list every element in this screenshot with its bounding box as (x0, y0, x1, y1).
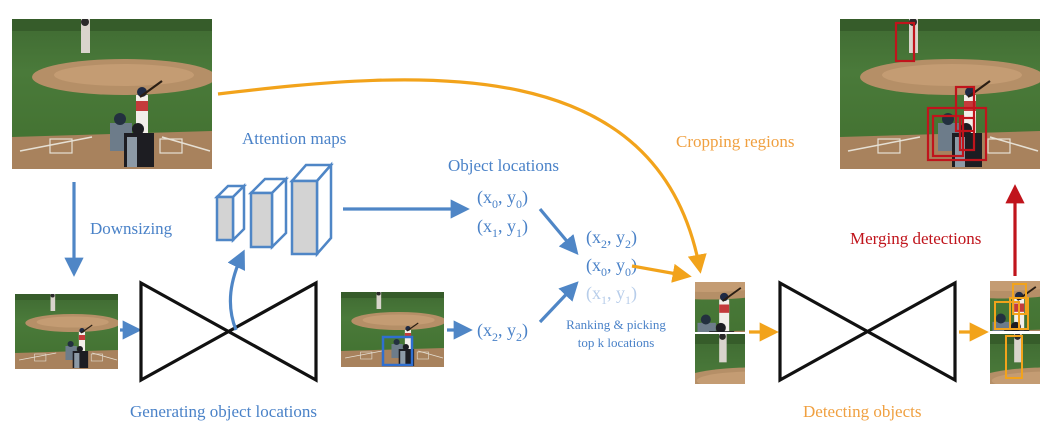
attention-maps-label: Attention maps (242, 129, 346, 148)
ranking-label-line1: Ranking & picking (566, 317, 666, 332)
coord-ranked-3-discarded: (x1, y1) (586, 283, 637, 307)
attention-map-large (289, 161, 334, 258)
lowres-to-ranking-arrow (538, 281, 579, 324)
crop-detection-box (1005, 335, 1023, 379)
coord-lowres: (x2, y2) (477, 320, 528, 344)
detection-network-hourglass (778, 280, 957, 383)
crop-detection-box (994, 301, 1020, 330)
location-network-hourglass (139, 280, 318, 383)
crop-detection-box (1009, 297, 1029, 330)
cropping-regions-label: Cropping regions (676, 132, 795, 151)
coord-attention-1: (x0, y0) (477, 187, 528, 211)
object-locations-label: Object locations (448, 156, 559, 175)
final-detection-box (926, 106, 988, 162)
locations-to-ranking-arrow (538, 207, 579, 255)
coord-ranked-2: (x0, y0) (586, 255, 637, 279)
detecting-objects-label: Detecting objects (803, 402, 922, 421)
attention-maps (213, 161, 334, 258)
cropping-curve-arrow (217, 78, 707, 274)
attention-map-medium (247, 175, 290, 251)
to-attention-maps-arrow (227, 249, 245, 331)
input-image (12, 19, 212, 169)
final-detection-box (958, 116, 976, 152)
detected-crops (990, 281, 1040, 384)
merging-detections-label: Merging detections (850, 229, 981, 248)
downsizing-label: Downsizing (90, 219, 173, 238)
coord-attention-2: (x1, y1) (477, 216, 528, 240)
output-image (840, 19, 1040, 169)
coord-ranked-1: (x2, y2) (586, 227, 637, 251)
final-detection-box (894, 21, 916, 63)
downsized-image (15, 294, 118, 369)
attention-map-small (213, 182, 248, 244)
generating-object-locations-label: Generating object locations (130, 402, 317, 421)
ranked-to-crops-arrow (631, 263, 692, 283)
crop-pitcher (695, 334, 745, 384)
final-detection-box (931, 114, 965, 158)
ranking-label-line2: top k locations (578, 335, 655, 350)
lowres-detection-box (381, 335, 414, 367)
lowres-detection-image (341, 292, 444, 367)
